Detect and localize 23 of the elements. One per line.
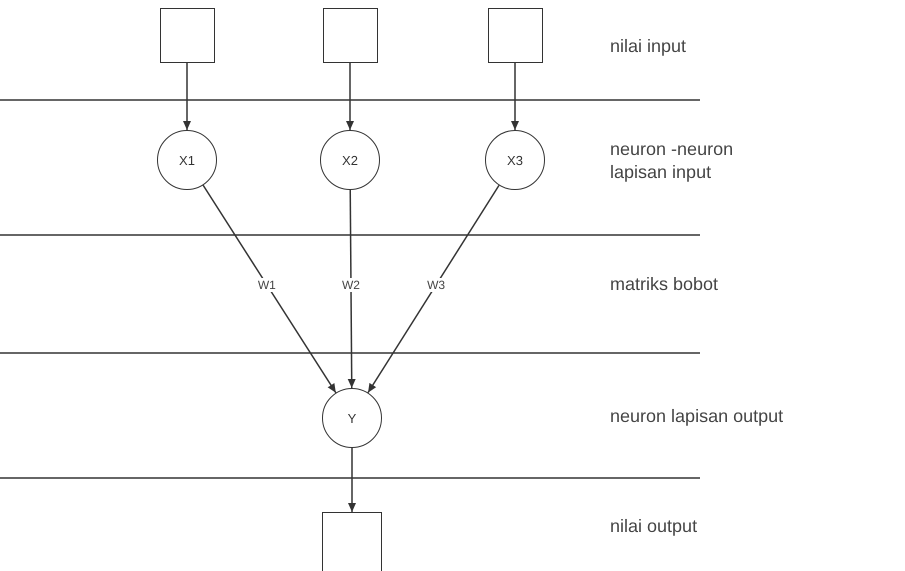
arrow — [348, 448, 356, 512]
value-box — [322, 512, 382, 571]
value-box — [322, 8, 378, 62]
arrow — [202, 184, 336, 394]
layer-label: nilai output — [610, 515, 698, 538]
arrow — [346, 62, 354, 130]
edge-label: W2 — [340, 278, 362, 292]
value-box — [488, 8, 542, 62]
edge-label: W3 — [425, 278, 448, 292]
arrow — [367, 184, 500, 394]
layer-label: neuron lapisan output — [610, 405, 784, 428]
layer-label: matriks bobot — [610, 273, 718, 296]
edge-label: W1 — [256, 278, 278, 292]
neuron-label: Y — [348, 410, 356, 426]
value-box — [160, 8, 214, 62]
layer-label: nilai input — [610, 35, 686, 58]
arrow — [348, 190, 356, 388]
arrow — [511, 62, 519, 130]
neuron-label: X3 — [507, 152, 523, 168]
arrow — [183, 62, 191, 130]
neuron-label: X2 — [342, 152, 358, 168]
layer-label: neuron -neuron lapisan input — [610, 138, 734, 183]
neuron-label: X1 — [179, 152, 195, 168]
